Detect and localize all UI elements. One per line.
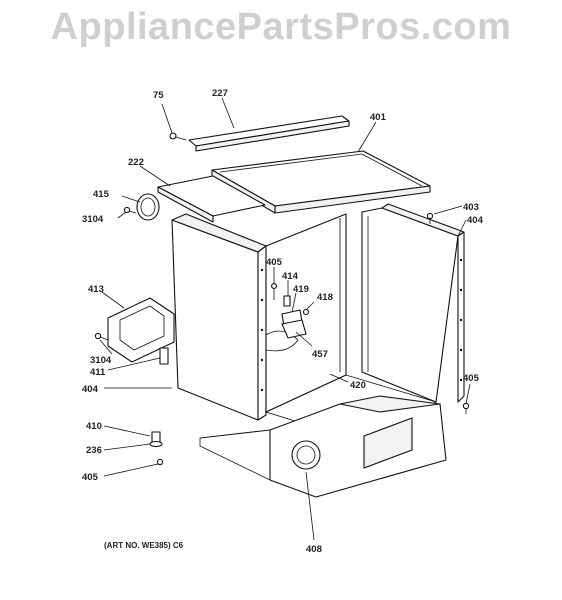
part-415-round-cap[interactable] [136,193,160,221]
callout-420: 420 [350,380,366,391]
part-414-clip[interactable] [283,295,291,307]
part-408-front-base[interactable] [199,395,447,498]
callout-405-lower: 405 [82,472,99,483]
part-405-screw-lower[interactable] [156,458,164,466]
part-75-screw[interactable] [169,132,187,141]
callout-227: 227 [212,88,228,99]
callout-418: 418 [317,292,333,303]
callout-401: 401 [370,112,387,123]
part-413-frame[interactable] [107,297,175,363]
callout-75: 75 [153,90,164,101]
callout-3104-lower: 3104 [90,355,112,366]
part-404-right-side-panel[interactable] [361,203,465,403]
callout-236: 236 [86,445,102,456]
callout-404-right: 404 [467,215,484,226]
callout-411: 411 [90,367,106,378]
callout-222: 222 [128,157,144,168]
callout-403: 403 [463,202,479,213]
callout-405-right: 405 [463,373,480,384]
callout-415: 415 [93,189,110,200]
part-411-bracket[interactable] [159,347,169,365]
part-410-leveling-leg[interactable] [151,431,161,443]
callout-457: 457 [312,349,328,360]
art-number: (ART NO. WE385) C6 [104,541,184,550]
callout-413: 413 [88,284,104,295]
part-222-front-top-panel[interactable] [157,175,266,223]
part-405-screw-right[interactable] [462,402,470,414]
callout-404-left: 404 [82,384,99,395]
part-418-small-part[interactable] [302,308,310,316]
part-403-screw[interactable] [426,212,434,224]
part-227-top-rail[interactable] [188,115,350,152]
callout-3104-upper: 3104 [82,214,104,225]
callout-408: 408 [306,544,322,555]
part-236-foot[interactable] [149,440,163,448]
callout-414: 414 [282,271,299,282]
callout-labels: 75 227 401 222 415 3104 403 404 405 414 … [82,88,484,555]
part-3104-screw-lower[interactable] [94,332,109,341]
callout-410: 410 [86,421,102,432]
part-3104-screw-upper[interactable] [123,206,137,214]
leader-lines [99,97,471,541]
part-404-left-side-panel[interactable] [171,213,267,421]
part-457-bracket[interactable] [281,319,307,339]
part-401-top-cover[interactable] [211,150,431,214]
callout-419: 419 [293,284,309,295]
watermark-text: AppliancePartsPros.com [50,6,512,48]
callout-405-middle: 405 [266,257,283,268]
